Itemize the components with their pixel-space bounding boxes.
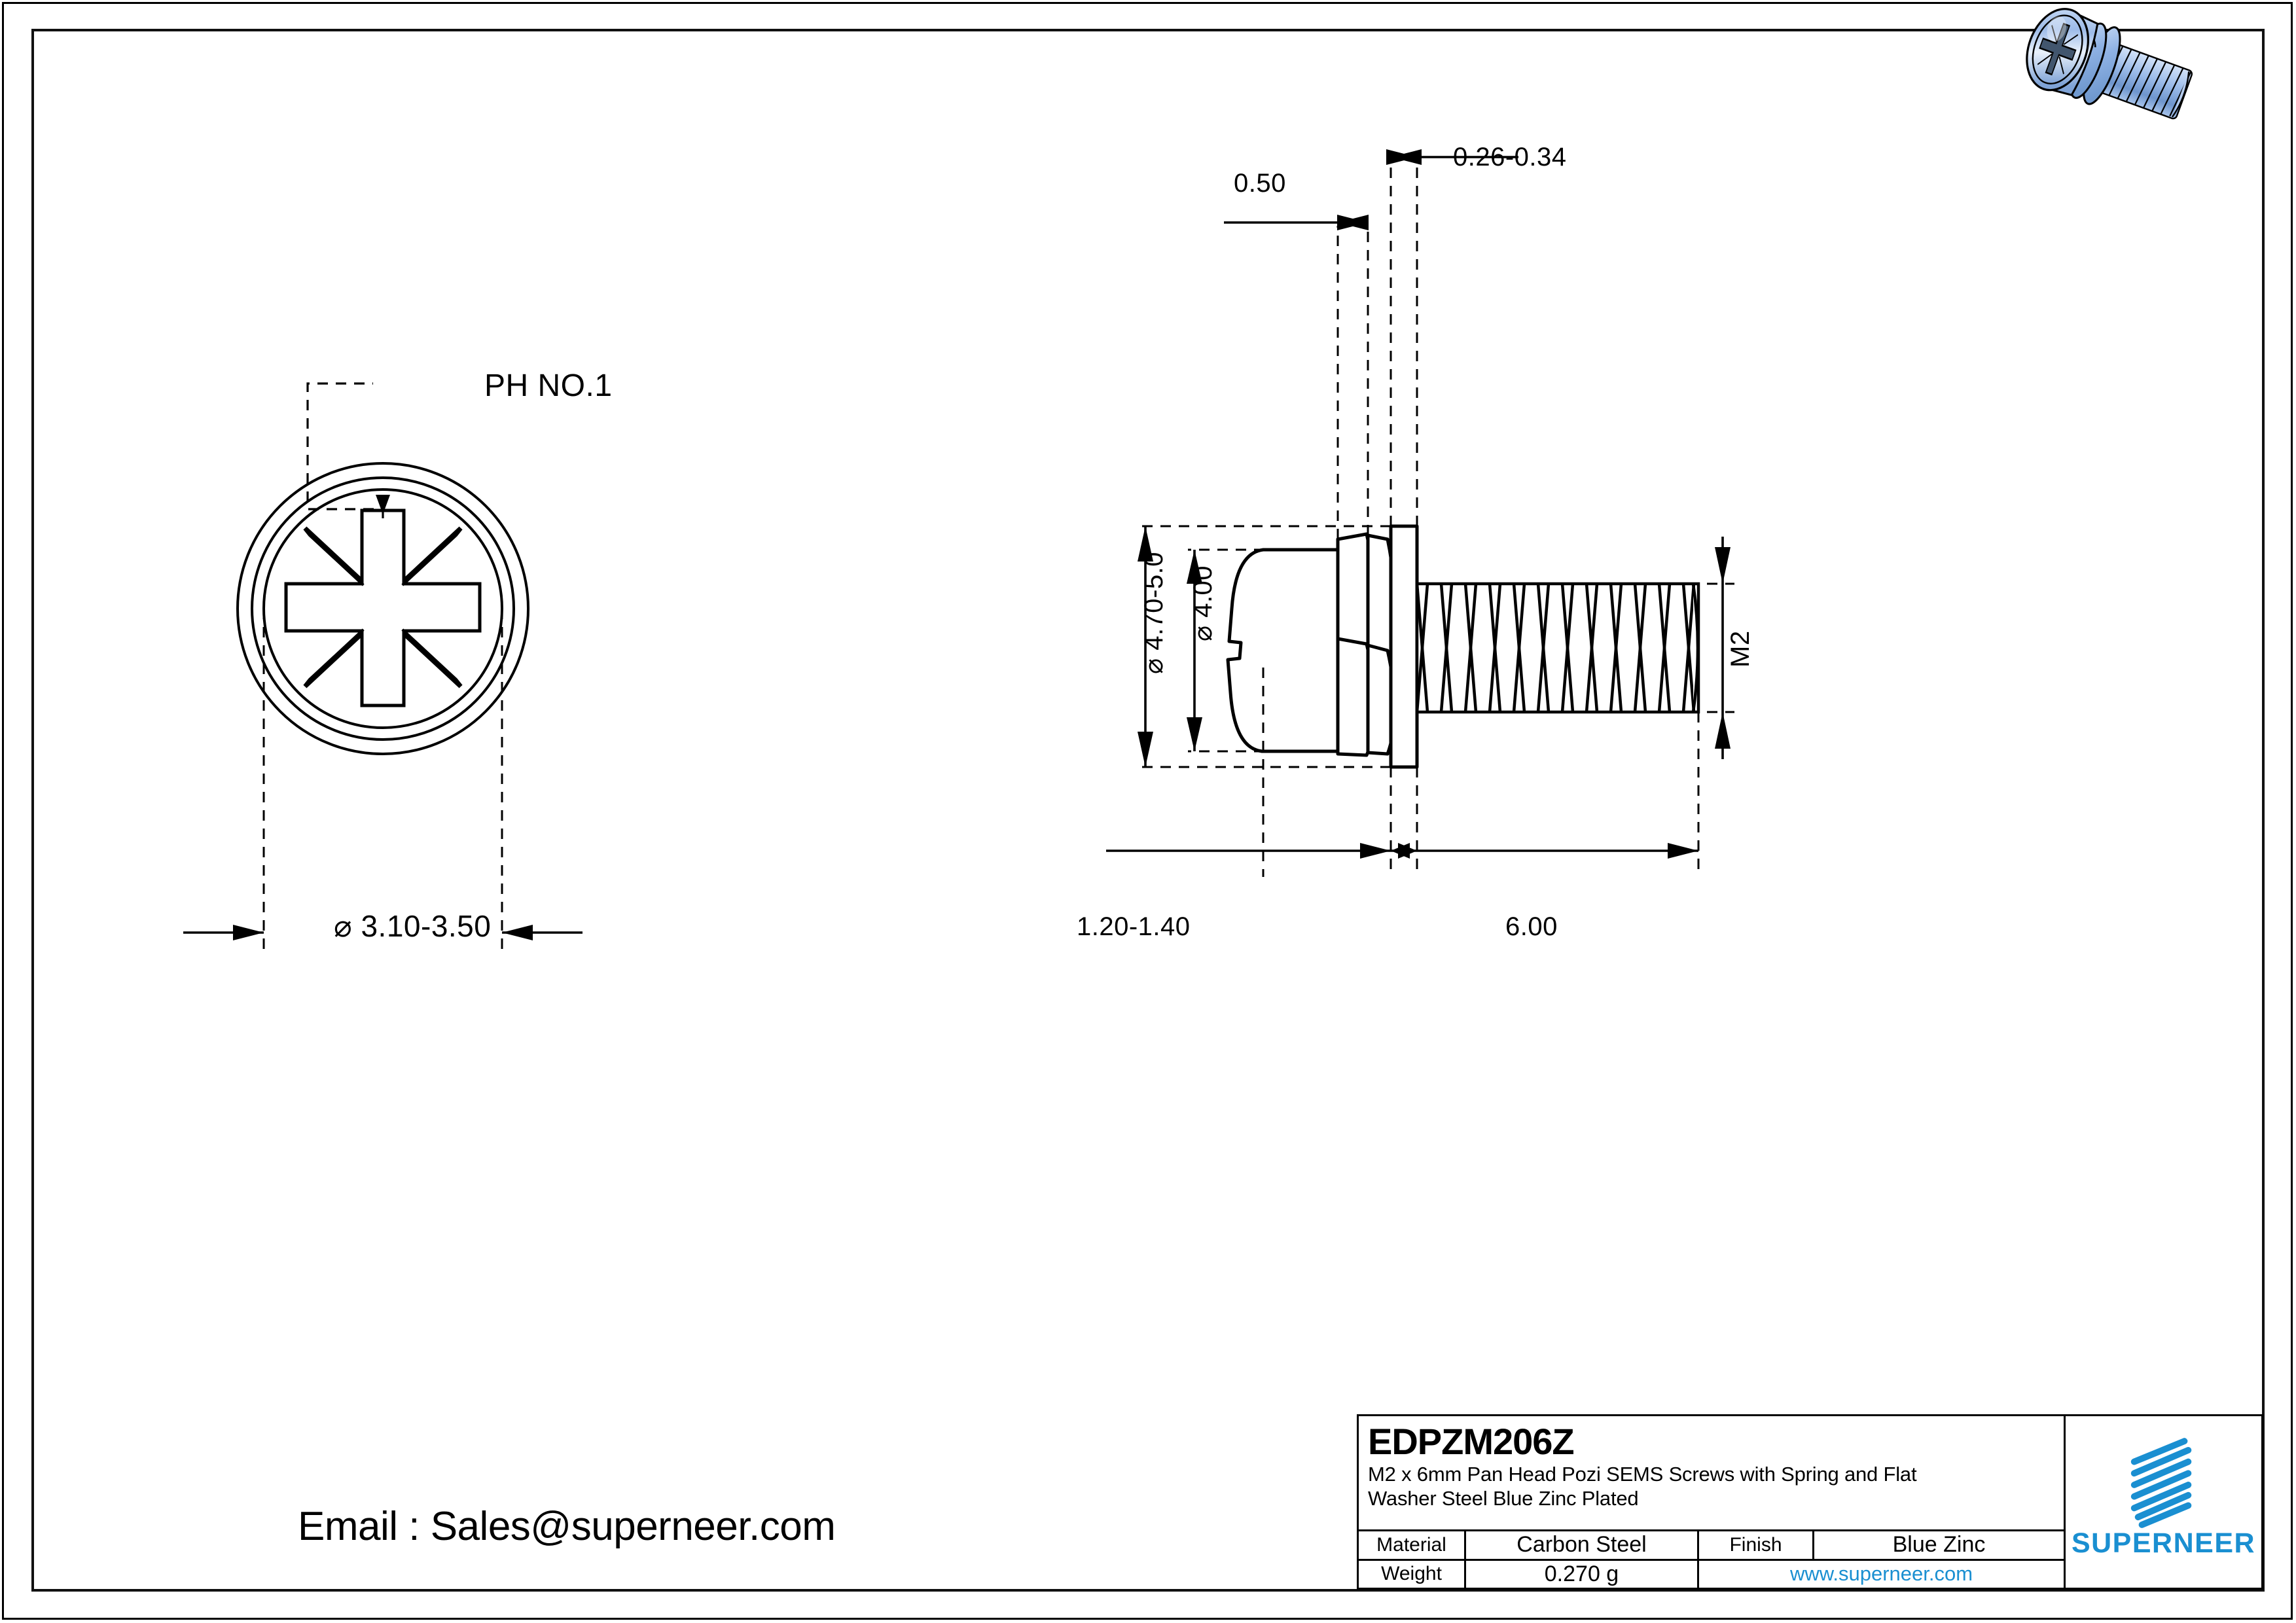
flat-washer-profile	[1389, 524, 1419, 769]
material-row: Material Carbon Steel Finish Blue Zinc	[1359, 1531, 2064, 1559]
recess-diameter-label: ⌀ 3.10-3.50	[334, 909, 492, 943]
superneer-logo-icon	[2130, 1437, 2191, 1528]
side-view-drawing	[1106, 149, 1734, 877]
head-height-label: 1.20-1.40	[1077, 912, 1191, 941]
outer-diameter-label: ⌀ 4.70-5.0	[1139, 552, 1168, 674]
brand-area: SUPERNEER	[2066, 1416, 2261, 1588]
pan-head-profile	[1226, 548, 1340, 753]
ph-callout-arrow	[376, 495, 390, 514]
sheet-inner-border	[31, 29, 2265, 1592]
website-link[interactable]: www.superneer.com	[1789, 1562, 1973, 1586]
spring-washer-thickness-label: 0.50	[1234, 169, 1286, 198]
brand-name: SUPERNEER	[2071, 1527, 2256, 1559]
front-view-drawing	[183, 382, 583, 952]
flat-washer-thickness-label: 0.26-0.34	[1453, 143, 1567, 171]
description-line-2: Washer Steel Blue Zinc Plated	[1368, 1487, 1639, 1510]
email-label: Email : Sales@superneer.com	[298, 1504, 836, 1549]
weight-value: 0.270 g	[1466, 1560, 1699, 1588]
head-diameter-label: ⌀ 4.00	[1189, 565, 1217, 641]
thread-size-label: M2	[1726, 630, 1755, 668]
title-block-left: EDPZM206Z M2 x 6mm Pan Head Pozi SEMS Sc…	[1359, 1416, 2066, 1588]
thread-length-label: 6.00	[1505, 912, 1558, 941]
finish-label: Finish	[1699, 1531, 1814, 1559]
weight-label: Weight	[1359, 1560, 1466, 1588]
finish-value: Blue Zinc	[1892, 1532, 1986, 1558]
material-label: Material	[1359, 1531, 1466, 1559]
title-block-description-area: EDPZM206Z M2 x 6mm Pan Head Pozi SEMS Sc…	[1359, 1416, 2064, 1531]
outer-washer-circle	[236, 462, 529, 755]
title-block-spec-rows: Material Carbon Steel Finish Blue Zinc W…	[1359, 1531, 2064, 1588]
weight-row: Weight 0.270 g www.superneer.com	[1359, 1558, 2064, 1588]
thread-profile	[1415, 582, 1700, 714]
material-value: Carbon Steel	[1466, 1531, 1699, 1559]
isometric-screw-render	[2026, 8, 2193, 120]
title-block: EDPZM206Z M2 x 6mm Pan Head Pozi SEMS Sc…	[1357, 1414, 2263, 1590]
head-circle	[251, 476, 515, 741]
part-number: EDPZM206Z	[1368, 1421, 1575, 1462]
description-line-1: M2 x 6mm Pan Head Pozi SEMS Screws with …	[1368, 1463, 1917, 1486]
ph-callout-label: PH NO.1	[484, 368, 613, 403]
ph-callout-leader	[306, 382, 384, 518]
